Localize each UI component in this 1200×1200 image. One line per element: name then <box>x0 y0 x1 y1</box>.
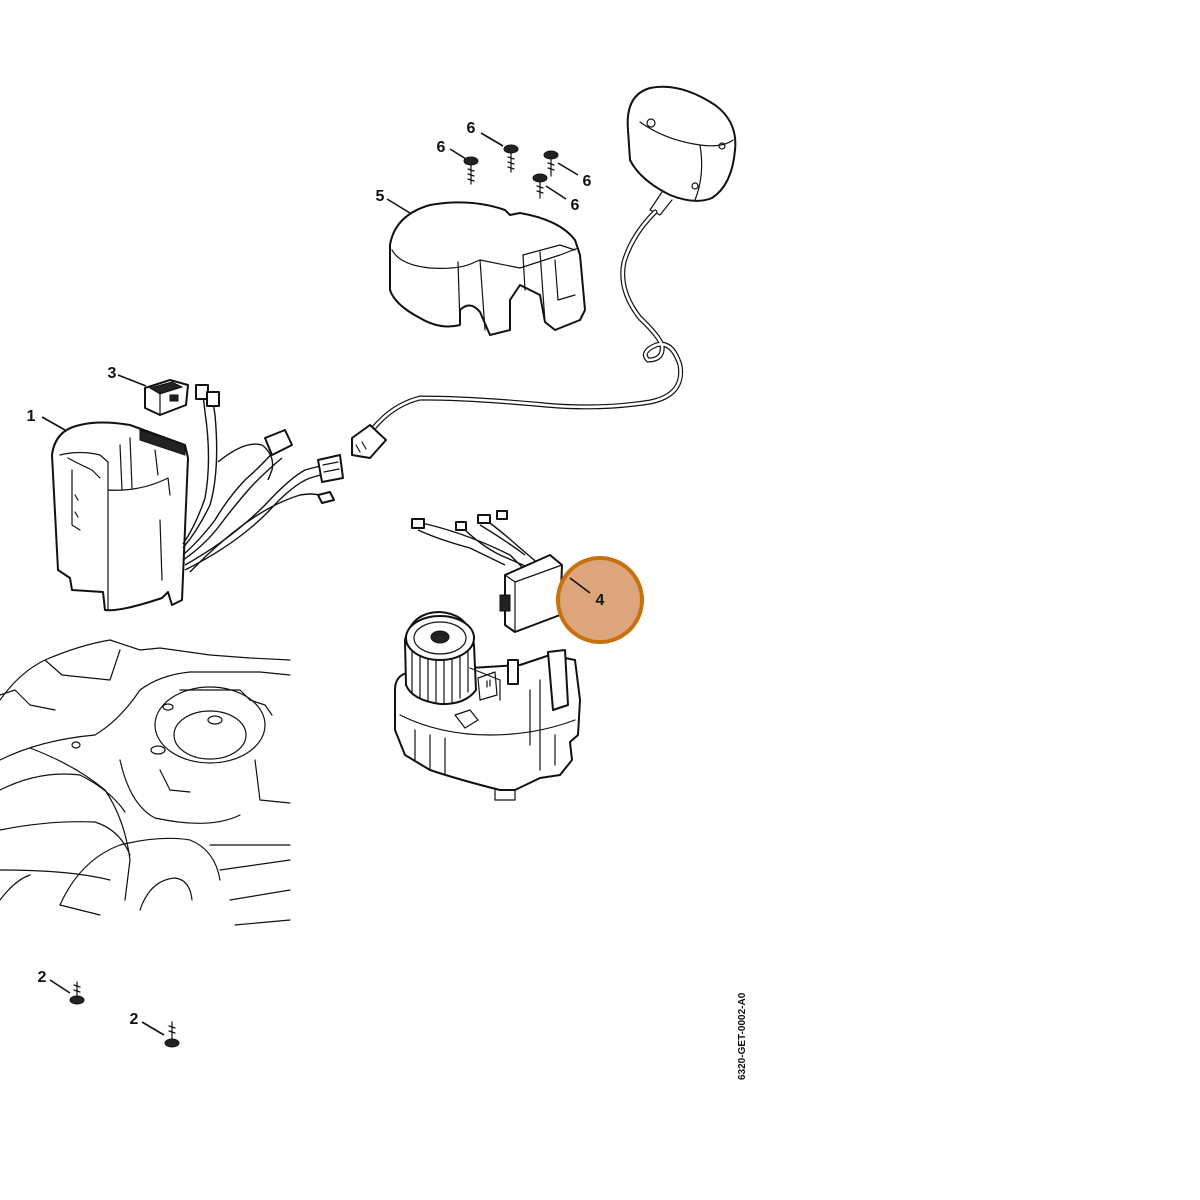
callout-3[interactable]: 3 <box>108 365 117 382</box>
mower-deck-housing <box>0 639 291 926</box>
callout-4[interactable]: 4 <box>596 592 605 609</box>
leader-lines <box>41 132 591 1036</box>
callout-1[interactable]: 1 <box>27 408 36 425</box>
part-6-screw-a[interactable] <box>503 144 519 173</box>
part-5-cover[interactable] <box>389 201 586 336</box>
callout-4-highlight[interactable] <box>556 556 644 644</box>
control-handle <box>626 85 737 216</box>
callout-6[interactable]: 6 <box>467 120 476 137</box>
motor-gearbox-assembly <box>394 611 581 801</box>
handle-cable <box>351 209 684 459</box>
document-id: 6320-GET-0002-A0 <box>737 992 748 1080</box>
part-1-battery-housing[interactable] <box>51 421 189 612</box>
callout-2[interactable]: 2 <box>38 969 47 986</box>
part-6-screw-b[interactable] <box>463 156 479 185</box>
callout-6[interactable]: 6 <box>571 197 580 214</box>
part-3-switch[interactable] <box>144 379 189 416</box>
part-6-screw-c[interactable] <box>543 150 559 177</box>
wiring-harness <box>182 384 344 573</box>
callout-6[interactable]: 6 <box>437 139 446 156</box>
callout-2[interactable]: 2 <box>130 1011 139 1028</box>
part-2-screw-a[interactable] <box>69 981 85 1005</box>
callout-6[interactable]: 6 <box>583 173 592 190</box>
part-6-screw-d[interactable] <box>532 173 548 199</box>
part-2-screw-b[interactable] <box>164 1021 180 1048</box>
callout-5[interactable]: 5 <box>376 188 385 205</box>
